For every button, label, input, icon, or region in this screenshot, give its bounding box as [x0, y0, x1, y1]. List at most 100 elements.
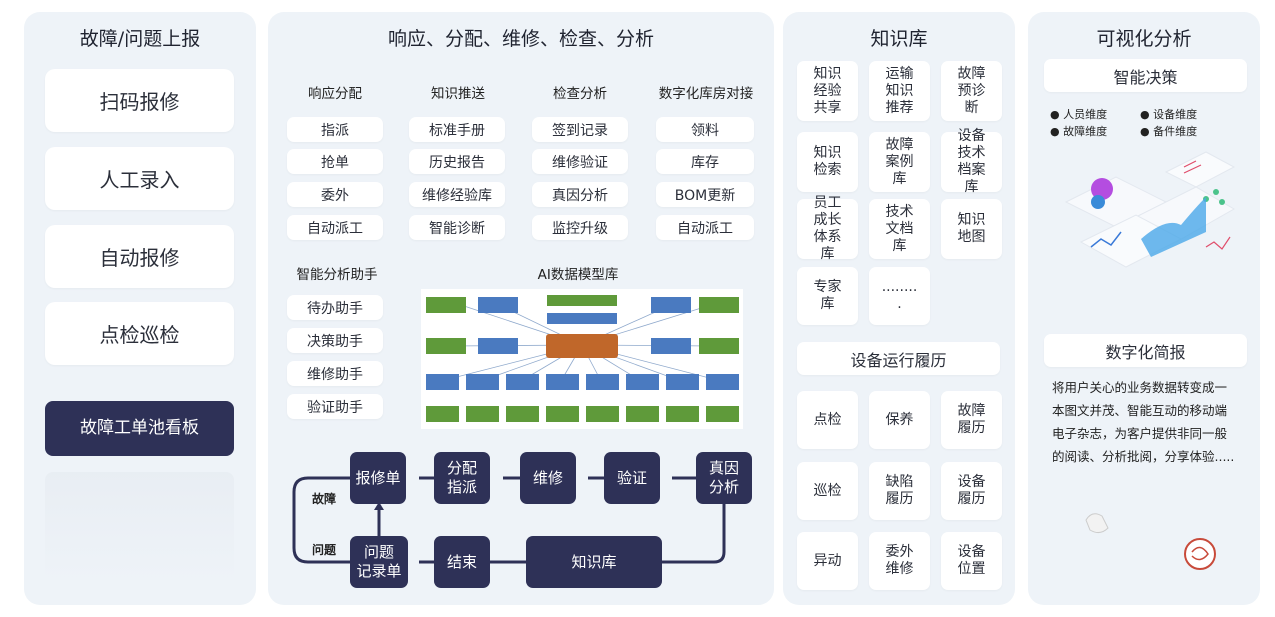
history-maintenance[interactable]: 保养	[869, 391, 930, 449]
visual-panel: 可视化分析 智能决策 ● 人员维度 ● 设备维度 ● 故障维度 ● 备件维度 数…	[1028, 12, 1260, 605]
ai-node	[706, 406, 739, 422]
ai-node	[586, 374, 619, 390]
brief-title: 数字化简报	[1044, 334, 1247, 367]
assistant-todo[interactable]: 待办助手	[287, 295, 383, 320]
history-fault[interactable]: 故障 履历	[941, 391, 1002, 449]
ai-core-node	[546, 334, 618, 358]
ai-node	[426, 297, 466, 313]
ai-node	[586, 406, 619, 422]
col2-item-history[interactable]: 历史报告	[409, 149, 505, 174]
assistant-repair[interactable]: 维修助手	[287, 361, 383, 386]
visual-panel-title: 可视化分析	[1096, 28, 1192, 50]
history-outsource[interactable]: 委外 维修	[869, 532, 930, 590]
decision-title: 智能决策	[1044, 59, 1247, 92]
process-panel: 响应、分配、维修、检查、分析 响应分配 知识推送 检查分析 数字化库房对接 指派…	[268, 12, 774, 605]
history-change[interactable]: 异动	[797, 532, 858, 590]
kb-employee-growth[interactable]: 员工 成长 体系 库	[797, 195, 858, 262]
col4-item-stock[interactable]: 库存	[656, 149, 754, 174]
kb-tech-docs[interactable]: 技术 文档 库	[869, 199, 930, 259]
ai-node	[506, 374, 539, 390]
ai-node	[651, 297, 691, 313]
board-shadow	[45, 472, 234, 582]
ai-node	[546, 374, 579, 390]
dashboard-illustration	[1056, 147, 1236, 287]
flow-rootcause[interactable]: 真因 分析	[696, 452, 752, 504]
col4-item-autodispatch[interactable]: 自动派工	[656, 215, 754, 240]
auto-report-card[interactable]: 自动报修	[45, 225, 234, 288]
flow-end[interactable]: 结束	[434, 536, 490, 588]
ai-node	[546, 406, 579, 422]
col2-item-manual[interactable]: 标准手册	[409, 117, 505, 142]
ai-model-diagram	[421, 289, 743, 429]
col4-item-pick[interactable]: 领料	[656, 117, 754, 142]
ai-node	[426, 406, 459, 422]
assistant-verify[interactable]: 验证助手	[287, 394, 383, 419]
kb-fault-prediagnosis[interactable]: 故障 预诊 断	[941, 61, 1002, 121]
ai-node	[478, 338, 518, 354]
scan-report-card[interactable]: 扫码报修	[45, 69, 234, 132]
ai-node	[466, 374, 499, 390]
col-head-warehouse: 数字化库房对接	[658, 86, 754, 102]
flow-assign[interactable]: 分配 指派	[434, 452, 490, 504]
col1-item-outsource[interactable]: 委外	[287, 182, 383, 207]
equipment-history-title: 设备运行履历	[797, 342, 1000, 375]
kb-knowledge-map[interactable]: 知识 地图	[941, 199, 1002, 259]
ai-node	[699, 338, 739, 354]
dim-equipment: ● 设备维度	[1140, 108, 1198, 121]
ai-node	[478, 297, 518, 313]
ai-model-title: AI数据模型库	[537, 267, 619, 283]
inspection-card[interactable]: 点检巡检	[45, 302, 234, 365]
kb-fault-cases[interactable]: 故障 案例 库	[869, 132, 930, 192]
kb-transport-recommend[interactable]: 运输 知识 推荐	[869, 61, 930, 121]
ai-node	[466, 406, 499, 422]
col3-item-monitor[interactable]: 监控升级	[532, 215, 628, 240]
ai-node	[426, 374, 459, 390]
ai-node	[666, 374, 699, 390]
history-location[interactable]: 设备 位置	[941, 532, 1002, 590]
col4-item-bom[interactable]: BOM更新	[656, 182, 754, 207]
ai-node	[666, 406, 699, 422]
process-panel-title: 响应、分配、维修、检查、分析	[387, 28, 654, 50]
dim-spare: ● 备件维度	[1140, 125, 1198, 138]
ai-node	[506, 406, 539, 422]
col3-item-rootcause[interactable]: 真因分析	[532, 182, 628, 207]
col3-item-signin[interactable]: 签到记录	[532, 117, 628, 142]
manual-entry-card[interactable]: 人工录入	[45, 147, 234, 210]
flow-verify[interactable]: 验证	[604, 452, 660, 504]
ai-node	[547, 295, 617, 306]
report-panel: 故障/问题上报 扫码报修 人工录入 自动报修 点检巡检 故障工单池看板	[24, 12, 256, 605]
col-head-check: 检查分析	[553, 86, 607, 102]
ai-node	[626, 374, 659, 390]
ai-node	[699, 297, 739, 313]
col1-item-assign[interactable]: 指派	[287, 117, 383, 142]
ai-node	[651, 338, 691, 354]
kb-expert[interactable]: 专家 库	[797, 267, 858, 325]
col2-item-diagnosis[interactable]: 智能诊断	[409, 215, 505, 240]
flow-repair[interactable]: 维修	[520, 452, 576, 504]
history-defect[interactable]: 缺陷 履历	[869, 462, 930, 520]
flow-issue-record[interactable]: 问题 记录单	[350, 536, 408, 588]
kb-experience-share[interactable]: 知识 经验 共享	[797, 61, 858, 121]
brief-illustration	[1078, 492, 1228, 587]
kb-search[interactable]: 知识 检索	[797, 132, 858, 192]
flow-issue-label: 问题	[312, 543, 337, 557]
report-panel-title: 故障/问题上报	[79, 28, 201, 50]
history-spotcheck[interactable]: 点检	[797, 391, 858, 449]
assistant-decision[interactable]: 决策助手	[287, 328, 383, 353]
kb-equipment-archive[interactable]: 设备 技术 档案 库	[941, 128, 1002, 195]
col2-item-experience[interactable]: 维修经验库	[409, 182, 505, 207]
history-patrol[interactable]: 巡检	[797, 462, 858, 520]
history-equipment[interactable]: 设备 履历	[941, 462, 1002, 520]
col-head-response: 响应分配	[308, 86, 362, 102]
ai-node	[706, 374, 739, 390]
flow-knowledge-base[interactable]: 知识库	[526, 536, 662, 588]
col1-item-grab[interactable]: 抢单	[287, 149, 383, 174]
kb-more[interactable]: ........ .	[869, 267, 930, 325]
col1-item-autodispatch[interactable]: 自动派工	[287, 215, 383, 240]
knowledge-panel-title: 知识库	[870, 28, 928, 50]
col3-item-verify[interactable]: 维修验证	[532, 149, 628, 174]
brief-text: 将用户关心的业务数据转变成一本图文并茂、智能互动的移动端电子杂志，为客户提供非同…	[1052, 380, 1235, 464]
ticket-pool-board[interactable]: 故障工单池看板	[45, 401, 234, 456]
flow-repair-order[interactable]: 报修单	[350, 452, 406, 504]
ai-node	[547, 313, 617, 324]
